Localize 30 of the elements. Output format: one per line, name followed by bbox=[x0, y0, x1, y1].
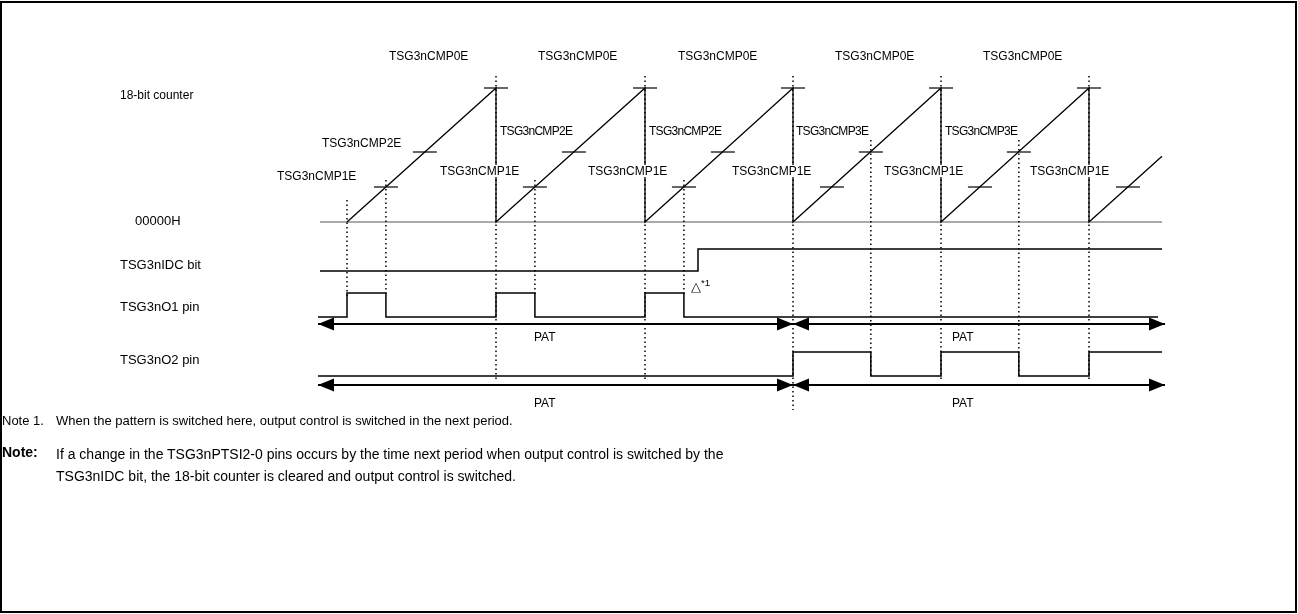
signal-label: TSG3nO2 pin bbox=[120, 353, 200, 366]
signal-label: TSG3nIDC bit bbox=[120, 258, 201, 271]
compare-label: TSG3nCMP1E bbox=[884, 165, 964, 177]
compare-label: TSG3nCMP1E bbox=[1030, 165, 1110, 177]
compare-label: TSG3nCMP0E bbox=[835, 50, 915, 62]
compare-label: TSG3nCMP1E bbox=[732, 165, 812, 177]
compare-label: TSG3nCMP1E bbox=[277, 170, 357, 182]
signal-label: 18-bit counter bbox=[120, 89, 194, 101]
compare-label: TSG3nCMP3E bbox=[945, 125, 1018, 137]
compare-label: TSG3nCMP1E bbox=[588, 165, 668, 177]
dimension-label: PAT bbox=[534, 397, 556, 409]
note-text: When the pattern is switched here, output control is switched in the next period. bbox=[56, 413, 513, 430]
note-text: If a change in the TSG3nPTSI2-0 pins occurs by the time next period when output control is switched by the TSG3nIDC bit, the 18-bit counter is cleared and output control is switched. bbox=[56, 445, 725, 486]
note-label: Note: bbox=[2, 444, 38, 462]
compare-label: TSG3nCMP2E bbox=[500, 125, 573, 137]
dimension-label: PAT bbox=[534, 331, 556, 343]
dimension-label: PAT bbox=[952, 397, 974, 409]
compare-label: TSG3nCMP0E bbox=[389, 50, 469, 62]
compare-label: TSG3nCMP2E bbox=[322, 137, 402, 149]
compare-label: TSG3nCMP0E bbox=[678, 50, 758, 62]
compare-label: TSG3nCMP1E bbox=[440, 165, 520, 177]
note-label: Note 1. bbox=[2, 413, 44, 430]
note-reference: △$^{*1}$ bbox=[691, 280, 711, 293]
signal-label: 00000H bbox=[135, 214, 181, 227]
compare-label: TSG3nCMP0E bbox=[983, 50, 1063, 62]
dimension-label: PAT bbox=[952, 331, 974, 343]
compare-label: TSG3nCMP2E bbox=[649, 125, 722, 137]
signal-label: TSG3nO1 pin bbox=[120, 300, 200, 313]
compare-label: TSG3nCMP0E bbox=[538, 50, 618, 62]
compare-label: TSG3nCMP3E bbox=[796, 125, 869, 137]
